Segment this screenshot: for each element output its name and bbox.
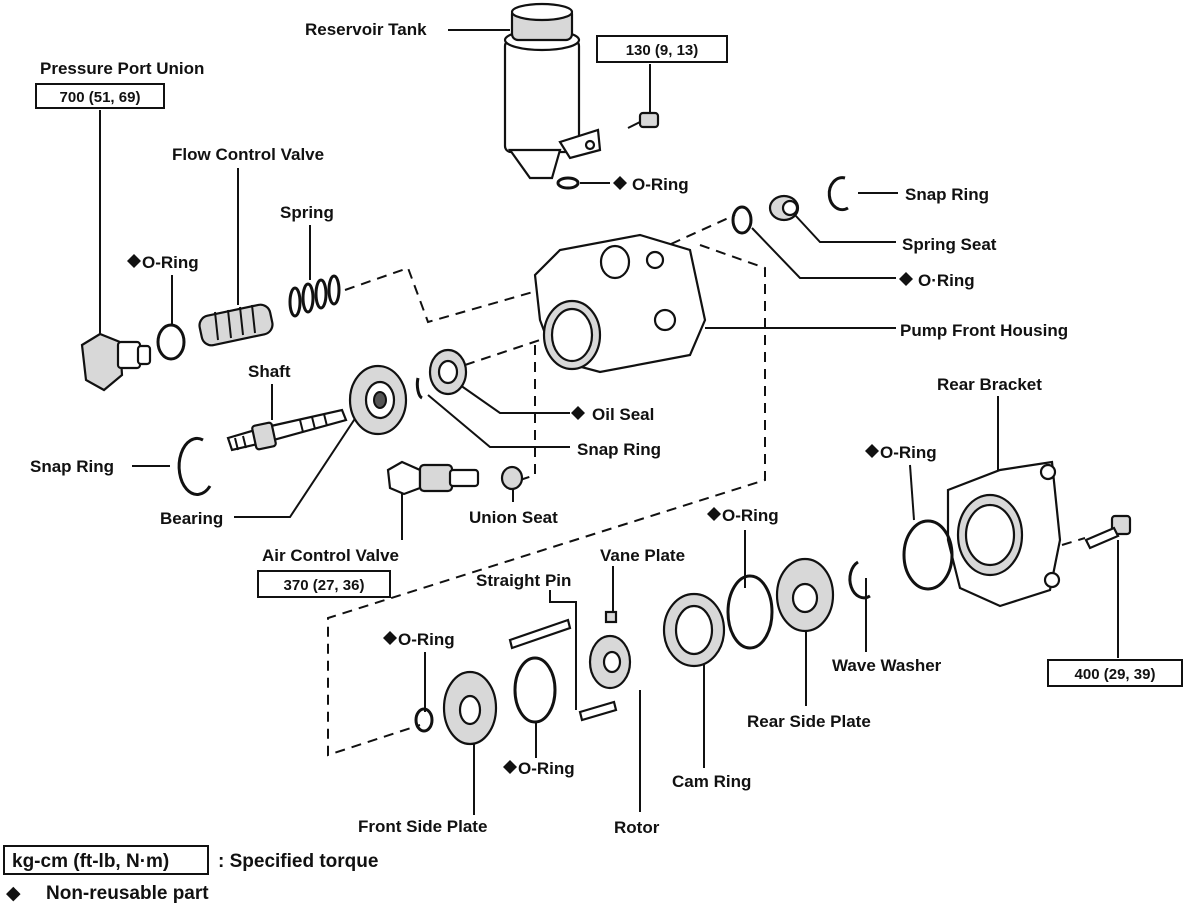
wave-washer-part <box>848 560 871 600</box>
snap-ring-left-part <box>177 436 212 496</box>
oil-seal-part <box>428 348 468 396</box>
reservoir-tank-part <box>503 2 602 180</box>
label-pump-front-housing: Pump Front Housing <box>900 321 1068 340</box>
rear-bracket-bolt-part <box>1084 514 1132 550</box>
label-o-ring-mid: O-Ring <box>722 506 779 525</box>
rear-bracket-part <box>946 460 1062 608</box>
label-rear-bracket: Rear Bracket <box>937 375 1042 394</box>
union-seat-part <box>500 465 524 491</box>
label-shaft: Shaft <box>248 362 291 381</box>
cam-ring-part <box>662 592 726 668</box>
snap-ring-middle-part <box>415 377 423 400</box>
reservoir-bolt-part <box>627 111 660 129</box>
label-straight-pin: Straight Pin <box>476 571 571 590</box>
non-reusable-diamond <box>707 507 721 521</box>
legend-diamond-desc: Non-reusable part <box>46 883 209 904</box>
o-ring-bottom-part <box>513 656 557 724</box>
label-flow-control-valve: Flow Control Valve <box>172 145 324 164</box>
label-o-ring-left: O-Ring <box>142 253 199 272</box>
legend-diamond-symbol: ◆ <box>6 883 21 904</box>
non-reusable-diamond <box>899 272 913 286</box>
label-snap-ring-top: Snap Ring <box>905 185 989 204</box>
label-spring: Spring <box>280 203 334 222</box>
o-ring-housing-part <box>731 205 753 235</box>
spring-seat-part <box>768 194 800 222</box>
label-snap-ring-left: Snap Ring <box>30 457 114 476</box>
label-cam-ring: Cam Ring <box>672 772 751 791</box>
label-rear-side-plate: Rear Side Plate <box>747 712 871 731</box>
label-snap-ring-middle: Snap Ring <box>577 440 661 459</box>
legend-torque-desc: : Specified torque <box>218 851 378 872</box>
label-o-ring-housing: O·Ring <box>918 271 975 290</box>
straight-pin-part <box>508 618 618 722</box>
label-wave-washer: Wave Washer <box>832 656 942 675</box>
svg-text:400 (29, 39): 400 (29, 39) <box>1075 666 1156 683</box>
air-control-valve-part <box>386 460 480 496</box>
non-reusable-diamond <box>865 444 879 458</box>
labels: Reservoir Tank Pressure Port Union Flow … <box>30 20 1068 837</box>
non-reusable-diamond <box>613 176 627 190</box>
label-air-control-valve: Air Control Valve <box>262 546 399 565</box>
legend: kg-cm (ft-lb, N·m) : Specified torque ◆ … <box>3 845 378 904</box>
svg-text:130 (9, 13): 130 (9, 13) <box>626 42 699 59</box>
vane-plate-part <box>604 610 618 624</box>
torque-box-pressure-port: 700 (51, 69) <box>35 83 165 109</box>
non-reusable-diamond <box>503 760 517 774</box>
label-oil-seal: Oil Seal <box>592 405 654 424</box>
label-vane-plate: Vane Plate <box>600 546 685 565</box>
rotor-part <box>588 634 632 690</box>
flow-control-valve-part <box>198 303 274 347</box>
non-reusable-diamond <box>571 406 585 420</box>
torque-box-rear-bracket: 400 (29, 39) <box>1047 659 1183 687</box>
pressure-port-union-part <box>80 332 152 392</box>
label-pressure-port-union: Pressure Port Union <box>40 59 204 78</box>
o-ring-rear-part <box>902 519 954 591</box>
legend-torque-units: kg-cm (ft-lb, N·m) <box>12 851 169 872</box>
pump-front-housing-part <box>533 233 707 374</box>
label-o-ring-rear: O-Ring <box>880 443 937 462</box>
o-ring-mid-part <box>726 574 774 650</box>
torque-box-air-control: 370 (27, 36) <box>257 570 391 598</box>
spring-part <box>288 274 341 318</box>
label-spring-seat: Spring Seat <box>902 235 997 254</box>
svg-text:370 (27, 36): 370 (27, 36) <box>284 577 365 594</box>
label-union-seat: Union Seat <box>469 508 558 527</box>
snap-ring-top-part <box>827 176 849 212</box>
label-reservoir-tank: Reservoir Tank <box>305 20 427 39</box>
shaft-part <box>226 408 348 452</box>
leader-lines <box>99 29 1119 815</box>
torque-box-reservoir: 130 (9, 13) <box>596 35 728 63</box>
bearing-part <box>348 364 408 436</box>
label-rotor: Rotor <box>614 818 660 837</box>
front-side-plate-part <box>442 670 498 746</box>
rear-side-plate-part <box>775 557 835 633</box>
non-reusable-diamond <box>127 254 141 268</box>
label-o-ring-bottom: O-Ring <box>518 759 575 778</box>
label-o-ring-tank: O-Ring <box>632 175 689 194</box>
tank-o-ring-part <box>556 176 580 190</box>
label-o-ring-left-bottom: O-Ring <box>398 630 455 649</box>
label-bearing: Bearing <box>160 509 223 528</box>
svg-text:700 (51, 69): 700 (51, 69) <box>60 89 141 106</box>
o-ring-left-part <box>156 323 186 361</box>
label-front-side-plate: Front Side Plate <box>358 817 487 836</box>
non-reusable-diamond <box>383 631 397 645</box>
o-ring-small-part <box>414 707 434 733</box>
legend-torque-box <box>3 845 209 875</box>
